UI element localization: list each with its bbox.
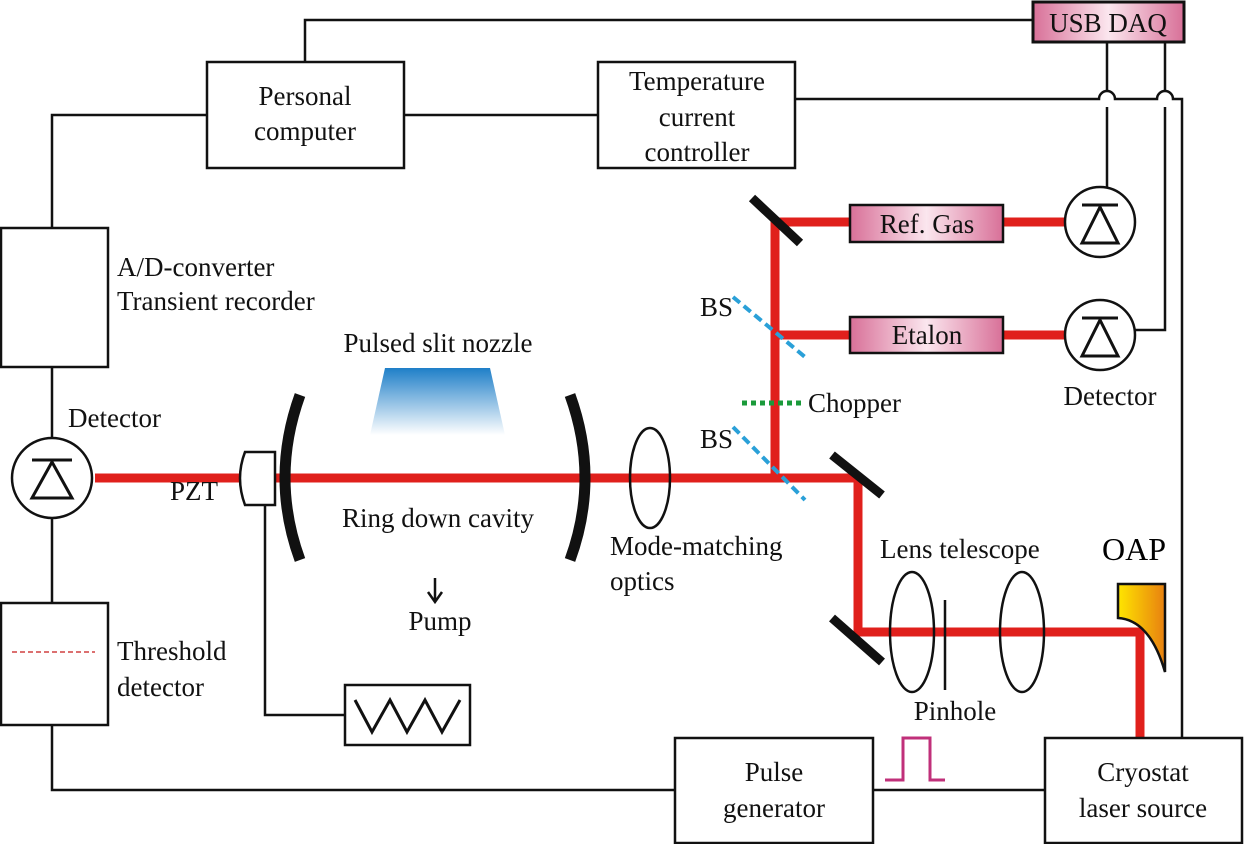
- temperature-controller-box: [596, 60, 797, 170]
- bs2-label: BS: [700, 424, 733, 454]
- detector-icon: [10, 436, 94, 520]
- bs1-label: BS: [700, 292, 733, 322]
- lens: [998, 570, 1046, 694]
- cavity-mirror-right: [564, 393, 591, 562]
- cavity-label: Ring down cavity: [342, 503, 534, 533]
- etalon-label: Etalon: [892, 320, 963, 350]
- pinhole-label: Pinhole: [914, 696, 997, 726]
- ramp-generator-box: [343, 683, 472, 747]
- threshold-label: Threshold: [117, 636, 227, 666]
- mirror: [829, 451, 885, 499]
- detector-label: Detector: [1064, 381, 1157, 411]
- tc-label: Temperature: [629, 66, 765, 96]
- nozzle-jet: [370, 368, 505, 435]
- cryostat-label: laser source: [1079, 793, 1207, 823]
- detector-label: Detector: [68, 403, 161, 433]
- cryostat-laser-box: [1043, 736, 1244, 844]
- telescope-label: Lens telescope: [880, 534, 1040, 564]
- usb-daq-box: [1031, 0, 1186, 44]
- threshold-label: detector: [117, 672, 204, 702]
- pzt-actuator: [238, 450, 277, 507]
- beam-splitter-2: [731, 425, 807, 502]
- personal-computer-box: [205, 60, 406, 170]
- usb-daq-label: USB DAQ: [1049, 8, 1167, 38]
- mirror: [748, 194, 804, 247]
- oap-label: OAP: [1102, 531, 1166, 567]
- cryostat-label: Cryostat: [1097, 757, 1189, 787]
- pzt-label: PZT: [170, 476, 219, 506]
- pc-label: Personal: [259, 81, 352, 111]
- lens: [628, 426, 672, 530]
- ref-gas-label: Ref. Gas: [880, 209, 974, 239]
- mirror: [829, 614, 885, 666]
- pulse-symbol: [885, 736, 945, 782]
- lens: [888, 570, 936, 694]
- pulse-generator-label: generator: [723, 793, 825, 823]
- tc-label: controller: [645, 137, 750, 167]
- beam-splitter-1: [731, 295, 807, 359]
- tc-label: current: [659, 102, 736, 132]
- ad-converter-box: [0, 226, 110, 369]
- ref-gas-box: [848, 203, 1005, 244]
- oap-mirror: [1116, 582, 1167, 673]
- mode-matching-label: optics: [610, 566, 675, 596]
- pulse-generator-box: [673, 736, 875, 844]
- nozzle-label: Pulsed slit nozzle: [344, 328, 533, 358]
- pump-label: Pump: [408, 606, 471, 636]
- mode-matching-label: Mode-matching: [610, 531, 782, 561]
- ad-label: A/D-converter: [117, 252, 274, 282]
- detector-icon: [1063, 298, 1137, 372]
- ad-label: Transient recorder: [117, 286, 315, 316]
- pulse-generator-label: Pulse: [745, 757, 804, 787]
- detector-icon: [1063, 185, 1137, 259]
- threshold-detector-box: [0, 601, 110, 727]
- etalon-box: [848, 315, 1005, 355]
- pc-label: computer: [254, 116, 356, 146]
- sawtooth-icon: [353, 696, 462, 736]
- wiring: [50, 18, 1184, 792]
- cavity-mirror-left: [279, 393, 306, 562]
- pump-arrow-icon: [426, 578, 444, 605]
- chopper-label: Chopper: [808, 388, 901, 418]
